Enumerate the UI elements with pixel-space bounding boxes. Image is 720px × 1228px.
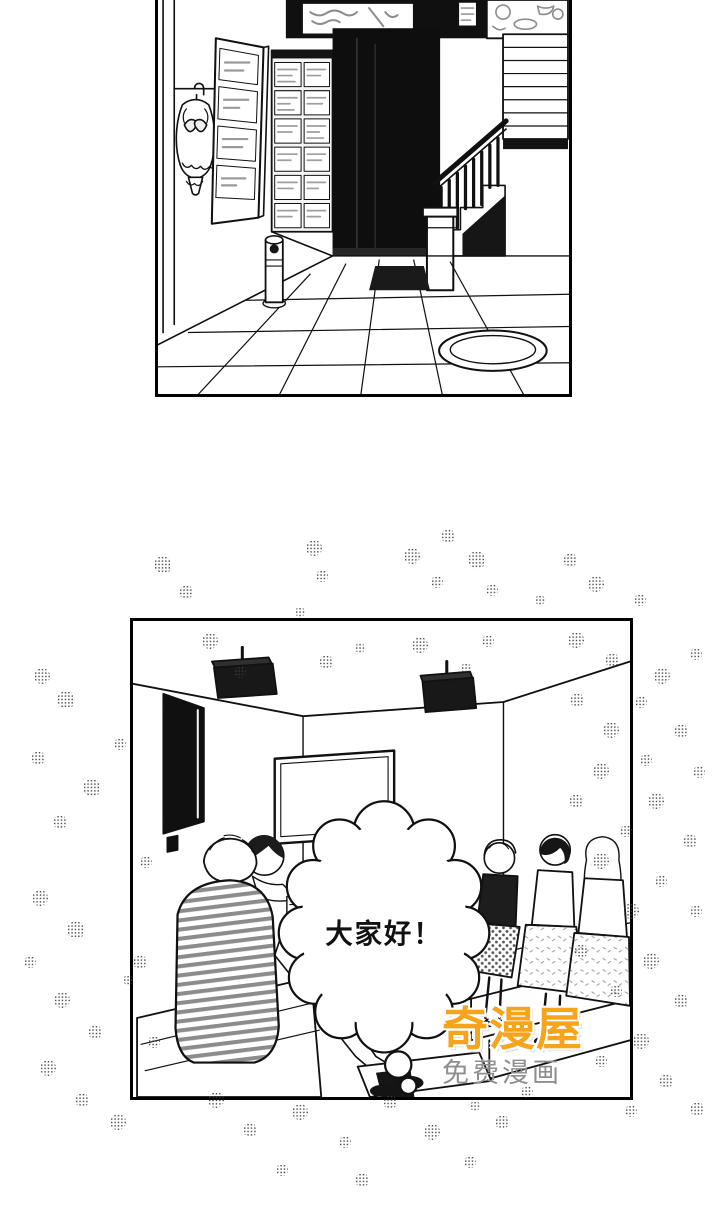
halftone-dot [468, 551, 486, 569]
halftone-dot [53, 815, 67, 829]
halftone-dot [495, 1115, 509, 1129]
halftone-dot [634, 594, 646, 606]
halftone-dot [640, 754, 652, 766]
halftone-dot [635, 696, 647, 708]
halftone-dot [674, 724, 688, 738]
halftone-dot [648, 793, 664, 809]
halftone-dot [470, 1101, 480, 1111]
halftone-dot [154, 556, 172, 574]
panel1-art [158, 0, 569, 394]
halftone-dot [683, 834, 697, 848]
pavement [158, 255, 569, 394]
halftone-dot [24, 956, 36, 968]
halftone-dot [179, 585, 193, 599]
woman-long-hair [565, 836, 630, 1007]
halftone-dot [431, 576, 443, 588]
comic-panel-karaoke-room: 大家好！ [130, 618, 633, 1100]
halftone-dot [355, 1173, 369, 1187]
shop-signboard [285, 0, 487, 39]
manhole-cover [438, 329, 548, 372]
door-sign [210, 37, 270, 225]
entrance-doorway [332, 28, 441, 256]
halftone-dot [339, 1136, 351, 1148]
speech-bubble: 大家好！ [277, 800, 491, 1096]
comic-panel-street [155, 0, 572, 397]
halftone-dot [306, 540, 322, 556]
halftone-dot [625, 1105, 637, 1117]
halftone-dot [690, 648, 702, 660]
ceiling-speaker-left [211, 645, 278, 699]
halftone-dot [464, 1156, 476, 1168]
halftone-dot [32, 890, 48, 906]
halftone-dot [88, 1025, 102, 1039]
halftone-dot [404, 548, 420, 564]
halftone-dot [655, 875, 667, 887]
halftone-dot [110, 1114, 126, 1130]
halftone-dot [588, 576, 604, 592]
halftone-dot [654, 668, 670, 684]
halftone-dot [83, 779, 101, 797]
halftone-dot [295, 607, 305, 617]
planked-wall [502, 33, 569, 150]
halftone-dot [243, 1123, 257, 1137]
halftone-dot [659, 1074, 673, 1088]
halftone-dot [643, 953, 659, 969]
halftone-dot [75, 1093, 89, 1107]
halftone-dot [31, 751, 45, 765]
ceiling-speaker-right [419, 659, 478, 714]
menu-sign-board [270, 49, 334, 233]
halftone-dot [563, 553, 577, 567]
halftone-dot [633, 1033, 649, 1049]
halftone-dot [441, 529, 455, 543]
halftone-dot [674, 994, 688, 1008]
site-slogan: 免费漫画 [442, 1057, 562, 1089]
site-logo: 奇漫屋 [442, 1002, 583, 1056]
halftone-dot [40, 1060, 56, 1076]
halftone-dot [54, 992, 70, 1008]
halftone-dot [57, 691, 75, 709]
halftone-dot [67, 921, 85, 939]
speech-text: 大家好！ [325, 918, 442, 950]
halftone-dot [690, 905, 702, 917]
halftone-dot [424, 1124, 440, 1140]
halftone-dot [690, 1102, 704, 1116]
wall-tv [162, 693, 205, 853]
mannequin-lingerie [175, 82, 219, 196]
halftone-dot [486, 584, 498, 596]
left-wall [158, 0, 334, 346]
halftone-dot [535, 595, 545, 605]
halftone-dot [693, 766, 705, 778]
halftone-dot [34, 668, 50, 684]
bollard [262, 234, 287, 309]
halftone-dot [316, 570, 328, 582]
woman-dark-bob [516, 833, 584, 1047]
halftone-dot [292, 1104, 308, 1120]
woman-striped-jacket [174, 834, 280, 1064]
staircase [421, 118, 509, 292]
panel2-art: 大家好！ [133, 645, 630, 1097]
floor-mat [369, 266, 430, 291]
halftone-dot [114, 738, 126, 750]
character-women-group [462, 833, 630, 1047]
food-display-sign [485, 0, 569, 40]
site-watermark: 奇漫屋 免费漫画 [442, 1002, 583, 1089]
halftone-dot [276, 1164, 288, 1176]
